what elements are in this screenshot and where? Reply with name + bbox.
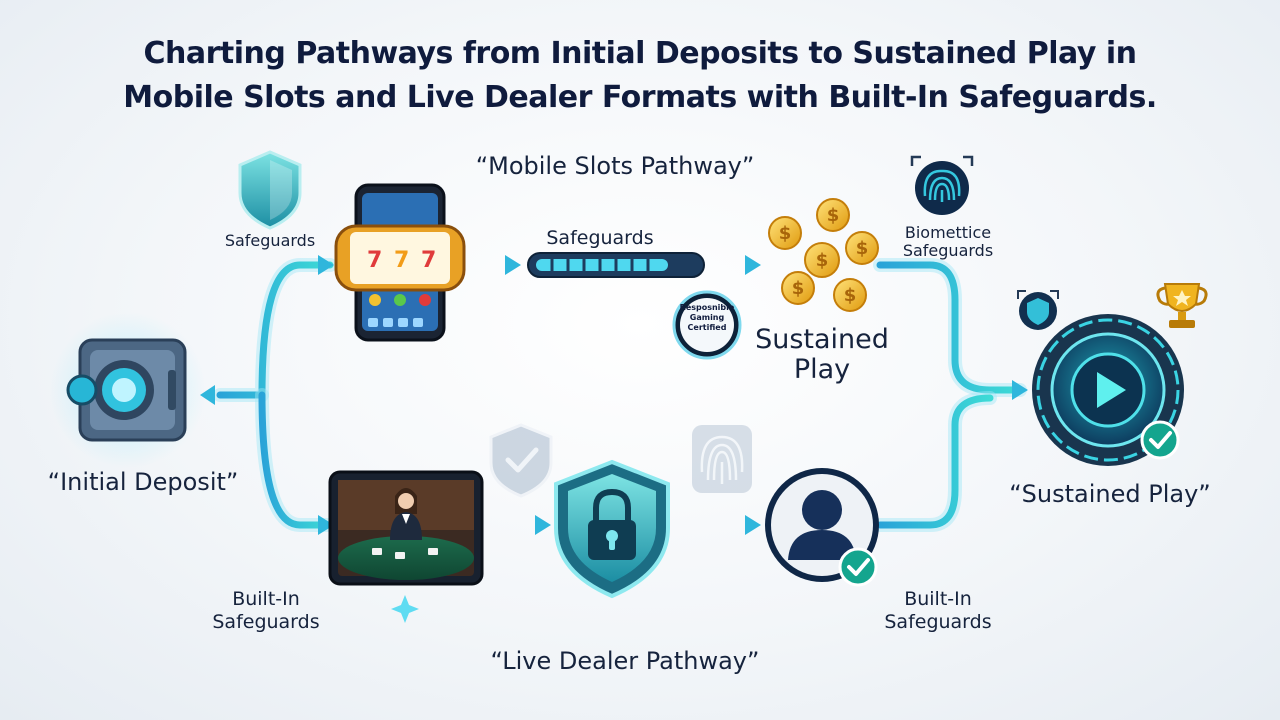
svg-text:7: 7 bbox=[394, 248, 409, 273]
play-button-icon bbox=[1032, 314, 1184, 466]
builtin-safeguards-right-label: Built-In Safeguards bbox=[868, 588, 1008, 634]
builtin-right-line-2: Safeguards bbox=[884, 611, 992, 633]
svg-text:7: 7 bbox=[421, 248, 436, 273]
trophy-icon bbox=[1156, 283, 1208, 328]
safeguard-progress-bar bbox=[527, 252, 705, 278]
sustained-play-center-label: Sustained Play bbox=[748, 325, 896, 385]
initial-deposit-label: “Initial Deposit” bbox=[47, 468, 239, 496]
svg-text:7: 7 bbox=[367, 248, 382, 273]
biometric-label-line-2: Safeguards bbox=[902, 241, 994, 260]
check-shield-icon bbox=[489, 423, 553, 498]
fingerprint-icon bbox=[910, 155, 974, 215]
live-dealer-tablet-icon bbox=[328, 470, 484, 586]
shield-icon bbox=[238, 150, 302, 230]
coins-icon: $ $ $ $ $ $ bbox=[768, 198, 879, 312]
badge-text-line-3: Certified bbox=[687, 323, 727, 332]
badge-text-line-1: Resposnible bbox=[679, 303, 735, 312]
title-line-1: Charting Pathways from Initial Deposits … bbox=[143, 36, 1137, 71]
svg-text:$: $ bbox=[816, 250, 829, 271]
user-avatar-icon bbox=[765, 468, 879, 587]
flow-pipes bbox=[213, 258, 1027, 532]
builtin-safeguards-left-label: Built-In Safeguards bbox=[196, 588, 336, 634]
biometric-label-line-1: Biomettice bbox=[904, 223, 992, 242]
badge-text: Resposnible Gaming Certified bbox=[672, 303, 742, 333]
fingerprint-faded-icon bbox=[692, 425, 752, 493]
svg-text:$: $ bbox=[856, 238, 869, 259]
safeguards-label-topleft: Safeguards bbox=[224, 231, 316, 250]
badge-text-line-2: Gaming bbox=[689, 313, 725, 322]
svg-text:$: $ bbox=[792, 278, 805, 299]
builtin-left-line-2: Safeguards bbox=[212, 611, 320, 633]
sparkle-icon bbox=[391, 595, 419, 623]
biometric-safeguards-label: Biomettice Safeguards bbox=[888, 224, 1008, 260]
sustained-play-center-line-2: Play bbox=[793, 354, 851, 385]
lock-shield-icon bbox=[554, 459, 670, 599]
arrowheads bbox=[200, 255, 1028, 535]
svg-text:$: $ bbox=[827, 205, 840, 226]
sustained-play-end-label: “Sustained Play” bbox=[1009, 480, 1211, 508]
builtin-left-line-1: Built-In bbox=[232, 588, 300, 610]
svg-text:$: $ bbox=[779, 223, 792, 244]
pipe-user-to-end bbox=[873, 391, 997, 532]
pipe-lower-route bbox=[255, 388, 337, 532]
security-badge-icon bbox=[1017, 290, 1059, 330]
title-line-2: Mobile Slots and Live Dealer Formats wit… bbox=[123, 80, 1157, 115]
svg-text:$: $ bbox=[844, 285, 857, 306]
slot-machine-phone-icon: 7 7 7 bbox=[334, 183, 466, 342]
vault-icon bbox=[50, 312, 206, 468]
page-title: Charting Pathways from Initial Deposits … bbox=[0, 32, 1280, 120]
sustained-play-center-line-1: Sustained bbox=[755, 324, 889, 355]
responsible-gaming-badge bbox=[672, 290, 742, 360]
live-pathway-label: “Live Dealer Pathway” bbox=[490, 647, 760, 675]
safeguards-label-progress: Safeguards bbox=[546, 227, 654, 249]
builtin-right-line-1: Built-In bbox=[904, 588, 972, 610]
mobile-pathway-label: “Mobile Slots Pathway” bbox=[475, 152, 755, 180]
